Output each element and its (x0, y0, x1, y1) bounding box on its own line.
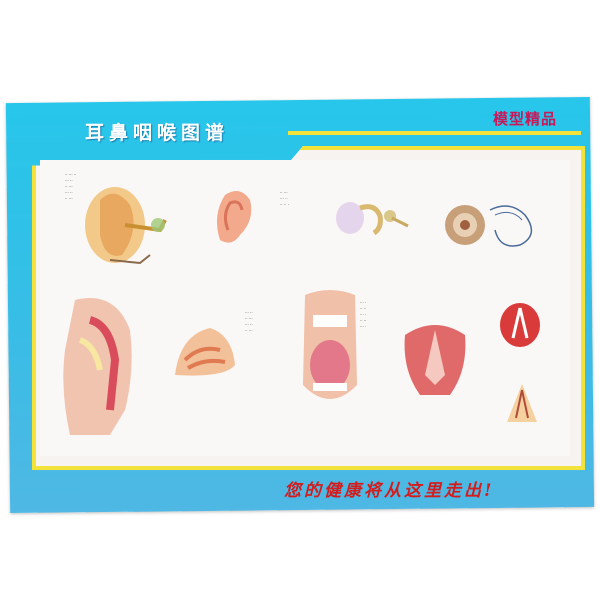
oral-labels: ··· ··· ····· ··· ····· · (360, 300, 367, 329)
poster-slogan: 您的健康将从这里走出! (284, 481, 495, 501)
poster-title: 耳鼻咽喉图谱 (85, 122, 230, 144)
middle-ear-labels: ·· ······ ···· ·· · (280, 190, 289, 207)
glottis-illustration (507, 384, 537, 422)
frame-top-edge (288, 131, 581, 135)
ear-labels: ·· ··· ····· ···· ······ ···· ··· (65, 172, 77, 201)
larynx-illustration (404, 325, 466, 395)
inner-ear-cochlea-illustration (445, 205, 533, 247)
vocal-cords-illustration (500, 303, 540, 347)
nasal-cavity-illustration (175, 328, 235, 376)
illustration-panel: ·· ··· ····· ···· ······ ···· ··· ·· ···… (40, 160, 570, 456)
outer-ear-illustration (216, 191, 252, 243)
nasal-labels: ··· ···· ······ ···· ··· (245, 310, 253, 333)
ear-cross-section-illustration (85, 187, 167, 265)
quality-badge: 模型精品 (493, 110, 558, 128)
oral-cavity-illustration (303, 290, 357, 399)
head-sagittal-section-illustration (63, 298, 132, 435)
middle-ear-ossicles-illustration (336, 202, 409, 236)
